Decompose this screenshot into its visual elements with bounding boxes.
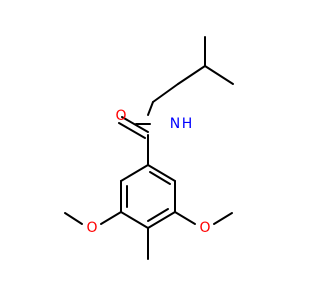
- bond-ring-o-left: [100, 211, 122, 225]
- atom-labels: O N H O O: [86, 108, 210, 236]
- amide-hydrogen-label: H: [182, 116, 193, 132]
- bond-ring-inner-2: [147, 208, 169, 222]
- carbonyl-oxygen-label: O: [115, 108, 126, 124]
- molecule-canvas: O N H O O: [64, 36, 234, 260]
- molecule-structure: O N H O O: [64, 36, 234, 260]
- bond-carbonyl-double-1: [121, 116, 149, 133]
- methoxy-oxygen-left-label: O: [86, 220, 97, 236]
- bond-n-carbonyl: [147, 101, 154, 116]
- bond-o-methyl-right: [213, 212, 233, 225]
- bond-ch2-n: [152, 83, 179, 103]
- bond-ch-ch2: [177, 65, 206, 85]
- bond-ring-1: [147, 164, 176, 182]
- bond-ch-methyl-right: [204, 65, 234, 85]
- methoxy-oxygen-right-label: O: [199, 220, 210, 236]
- bond-o-methyl-left: [64, 212, 83, 225]
- bond-ring-inner-1: [149, 171, 171, 185]
- bond-ring-3: [147, 211, 176, 229]
- bond-ring-6: [120, 164, 149, 182]
- amide-nitrogen-label: N: [170, 116, 180, 132]
- bonds: [64, 36, 234, 260]
- bond-ring-4: [120, 211, 149, 229]
- bond-carbonyl-double-2: [118, 122, 146, 139]
- bond-ring-o-right: [174, 211, 196, 225]
